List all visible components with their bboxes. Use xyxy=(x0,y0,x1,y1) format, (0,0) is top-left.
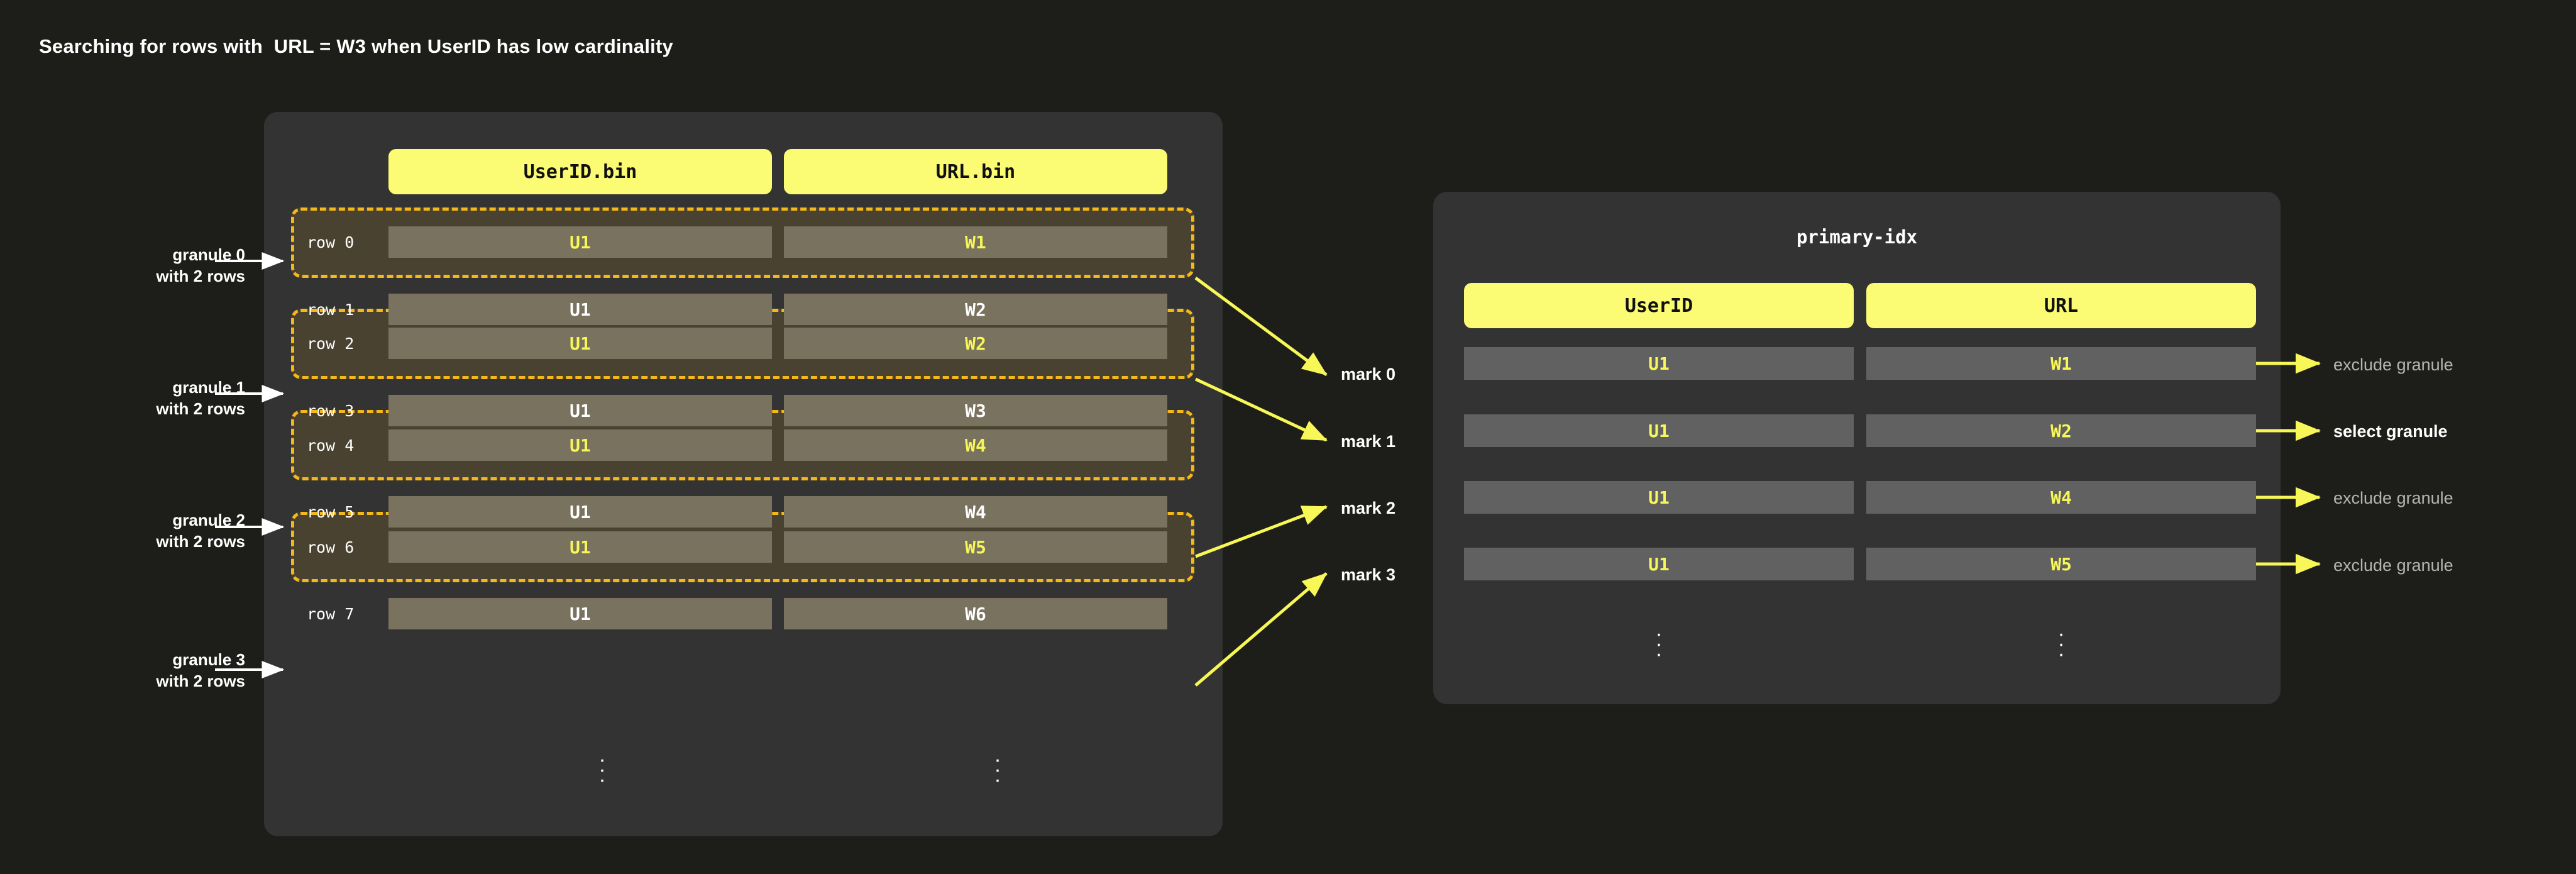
cell-url: W2 xyxy=(784,328,1167,359)
ellipsis-userid-bin: ··· xyxy=(598,748,606,792)
table-row: row 3 U1 W3 xyxy=(291,395,1194,426)
granule-label-line2: with 2 rows xyxy=(156,399,245,418)
granule-label-3: granule 3 with 2 rows xyxy=(63,649,245,692)
cell-userid: U1 xyxy=(388,395,772,426)
cell-url: W4 xyxy=(784,429,1167,461)
column-header-url: URL xyxy=(1866,283,2256,328)
page-title: Searching for rows with URL = W3 when Us… xyxy=(39,35,673,57)
idx-cell-userid: U1 xyxy=(1464,481,1854,514)
granule-label-line1: granule 3 xyxy=(172,650,245,669)
ellipsis-idx-url: ··· xyxy=(2057,622,2065,666)
mark-label-0: mark 0 xyxy=(1341,365,1396,384)
granule-label-line2: with 2 rows xyxy=(156,532,245,551)
cell-url: W1 xyxy=(784,226,1167,258)
row-label: row 2 xyxy=(307,334,355,353)
cell-userid: U1 xyxy=(388,328,772,359)
idx-cell-url: W2 xyxy=(1866,414,2256,447)
table-row: row 5 U1 W4 xyxy=(291,496,1194,528)
row-label: row 5 xyxy=(307,502,355,521)
table-row: row 1 U1 W2 xyxy=(291,294,1194,325)
decision-label-3: exclude granule xyxy=(2333,556,2453,575)
row-label: row 1 xyxy=(307,300,355,319)
table-row: row 4 U1 W4 xyxy=(291,429,1194,461)
granule-label-2: granule 2 with 2 rows xyxy=(63,509,245,552)
granule-label-line2: with 2 rows xyxy=(156,267,245,285)
ellipsis-idx-userid: ··· xyxy=(1655,622,1663,666)
decision-label-0: exclude granule xyxy=(2333,355,2453,374)
cell-url: W5 xyxy=(784,531,1167,563)
column-header-userid: UserID xyxy=(1464,283,1854,328)
column-header-url-bin: URL.bin xyxy=(784,149,1167,194)
granule-label-line1: granule 0 xyxy=(172,245,245,264)
granule-label-0: granule 0 with 2 rows xyxy=(63,244,245,287)
ellipsis-url-bin: ··· xyxy=(994,748,1001,792)
cell-url: W4 xyxy=(784,496,1167,528)
row-label: row 4 xyxy=(307,436,355,455)
row-label: row 6 xyxy=(307,538,355,556)
cell-url: W3 xyxy=(784,395,1167,426)
row-label: row 3 xyxy=(307,401,355,420)
column-header-userid-bin: UserID.bin xyxy=(388,149,772,194)
table-row: row 2 U1 W2 xyxy=(291,328,1194,359)
granule-label-line2: with 2 rows xyxy=(156,672,245,690)
primary-index-panel xyxy=(1433,192,2281,704)
idx-cell-userid: U1 xyxy=(1464,548,1854,580)
cell-userid: U1 xyxy=(388,496,772,528)
table-row: row 7 U1 W6 xyxy=(291,598,1194,629)
primary-idx-title: primary-idx xyxy=(1796,226,1918,248)
decision-label-1: select granule xyxy=(2333,422,2448,441)
granule-label-1: granule 1 with 2 rows xyxy=(63,377,245,419)
decision-label-2: exclude granule xyxy=(2333,489,2453,507)
idx-cell-url: W1 xyxy=(1866,347,2256,380)
cell-userid: U1 xyxy=(388,598,772,629)
row-label: row 7 xyxy=(307,604,355,623)
table-row: row 0 U1 W1 xyxy=(291,226,1194,258)
idx-cell-url: W5 xyxy=(1866,548,2256,580)
mark-label-2: mark 2 xyxy=(1341,499,1396,517)
cell-userid: U1 xyxy=(388,294,772,325)
mark-label-1: mark 1 xyxy=(1341,432,1396,451)
cell-userid: U1 xyxy=(388,531,772,563)
row-label: row 0 xyxy=(307,233,355,252)
cell-url: W2 xyxy=(784,294,1167,325)
cell-userid: U1 xyxy=(388,429,772,461)
mark-label-3: mark 3 xyxy=(1341,565,1396,584)
granule-label-line1: granule 2 xyxy=(172,511,245,529)
idx-cell-userid: U1 xyxy=(1464,414,1854,447)
granule-label-line1: granule 1 xyxy=(172,378,245,397)
cell-url: W6 xyxy=(784,598,1167,629)
table-row: row 6 U1 W5 xyxy=(291,531,1194,563)
cell-userid: U1 xyxy=(388,226,772,258)
idx-cell-userid: U1 xyxy=(1464,347,1854,380)
idx-cell-url: W4 xyxy=(1866,481,2256,514)
